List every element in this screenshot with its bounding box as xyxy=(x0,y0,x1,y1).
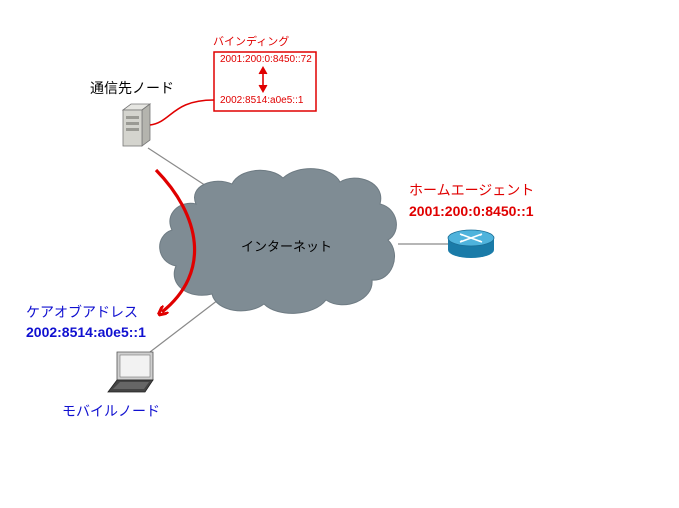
care-of-address-label: ケアオブアドレス xyxy=(26,305,138,321)
server-icon xyxy=(121,103,152,147)
binding-box xyxy=(213,51,317,112)
binding-home-address: 2001:200:0:8450::72 xyxy=(220,54,312,65)
redirect-arrow xyxy=(154,168,197,312)
home-agent-label: ホームエージェント xyxy=(409,183,535,199)
binding-connector xyxy=(149,99,215,126)
router-icon xyxy=(447,229,495,258)
binding-care-of-address: 2002:8514:a0e5::1 xyxy=(220,95,304,106)
binding-double-arrow xyxy=(258,65,268,94)
correspondent-node-label: 通信先ノード xyxy=(90,81,174,97)
laptop-icon xyxy=(107,351,154,393)
internet-label: インターネット xyxy=(241,240,333,255)
binding-title: バインディング xyxy=(213,35,290,48)
mobile-node-label: モバイルノード xyxy=(62,404,160,420)
care-of-address-value: 2002:8514:a0e5::1 xyxy=(26,324,146,340)
home-agent-address: 2001:200:0:8450::1 xyxy=(409,203,534,219)
link-internet-mobile xyxy=(149,299,219,353)
internet-cloud xyxy=(159,168,397,314)
